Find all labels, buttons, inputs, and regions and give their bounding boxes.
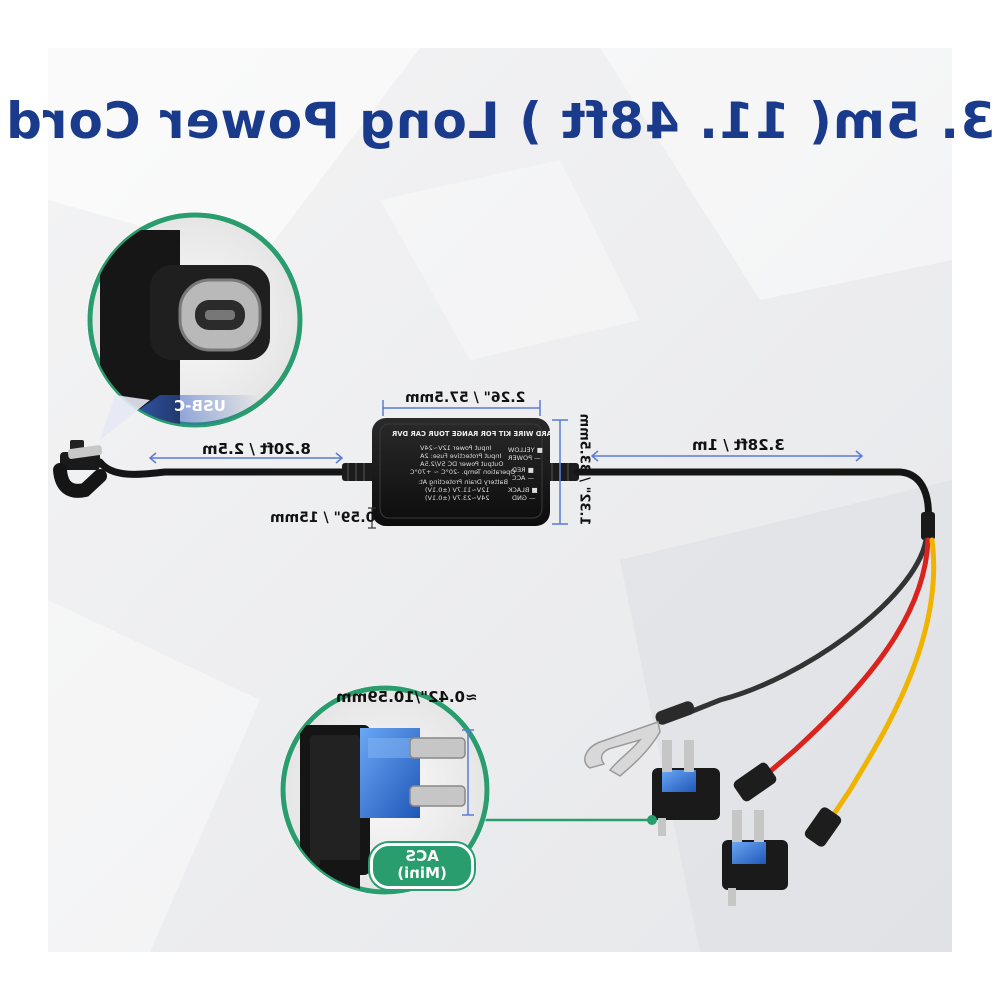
- fuse-width-label: ≈0.42"/10.59mm: [336, 688, 478, 706]
- wire-black: [687, 537, 929, 715]
- callout-dot: [647, 815, 657, 825]
- usb-cable-length-label: 8.20ft / 2.5m: [202, 440, 311, 458]
- box-battery-value-1: 12V~11.7V (±0.1V): [425, 486, 490, 494]
- fuse-type-size: (Mini): [397, 864, 447, 882]
- wire-cable-length-label: 3.28ft / 1m: [692, 436, 785, 454]
- background-facet: [48, 600, 260, 952]
- wire-yellow: [827, 537, 937, 823]
- background-facet: [48, 48, 420, 260]
- box-legend-2: — POWER: [508, 454, 541, 462]
- usb-lens-pointer: [100, 395, 150, 440]
- usb-c-plug: [53, 440, 107, 498]
- page-title: 3. 5m( 11. 48ft ) Long Power Cord: [5, 92, 995, 150]
- box-spec-2: Input Protective Fuse: 2A: [420, 452, 502, 460]
- fuse-zoom-lens: [280, 685, 490, 895]
- box-battery-value-2: 24V~23.7V (±0.1V): [425, 494, 490, 502]
- fuse-type-badge: ACS (Mini): [370, 843, 474, 889]
- cable-usb-side: [96, 458, 364, 478]
- depth-line: [368, 507, 376, 529]
- box-legend-4: — ACC: [512, 474, 534, 482]
- add-a-fuse-yellow: [722, 807, 842, 906]
- fork-terminal: [584, 701, 695, 777]
- add-a-fuse-red: [652, 740, 777, 836]
- strain-relief-left: [342, 463, 376, 481]
- box-spec-1: Input Power 12V~24V: [420, 444, 492, 452]
- wire-red: [757, 537, 931, 783]
- box-width-label: 2.26" / 57.5mm: [405, 390, 526, 406]
- box-legend-6: — GND: [512, 494, 536, 502]
- box-height-label: 1.32" / 33.5mm: [576, 413, 592, 526]
- background-facet: [620, 480, 952, 952]
- control-box: [372, 418, 550, 526]
- box-battery-heading: Battery Drain Protecting At:: [418, 478, 508, 486]
- usb-c-tag: USB-C: [174, 397, 226, 415]
- box-heading: HARD WIRE KIT FOR RANGE TOUR CAR DVR: [392, 430, 558, 438]
- background-facet: [600, 48, 952, 300]
- split-boot: [921, 512, 935, 540]
- dimension-lines: [148, 400, 864, 816]
- box-spec-4: Operation Temp. -20°C ~ +70°C: [410, 468, 516, 476]
- box-depth-label: 0.59" / 15mm: [270, 510, 376, 526]
- strain-relief-right: [545, 463, 579, 481]
- fuse-type-name: ACS: [405, 847, 439, 865]
- background-facet: [380, 160, 640, 360]
- box-legend-5: ■ BLACK: [508, 486, 538, 494]
- box-spec-3: Output Power DC 5V/2.5A: [420, 460, 504, 468]
- usb-c-zoom-lens: [87, 212, 303, 428]
- box-legend-1: ■ YELLOW: [508, 446, 543, 454]
- box-legend-3: ■ RED: [512, 466, 534, 474]
